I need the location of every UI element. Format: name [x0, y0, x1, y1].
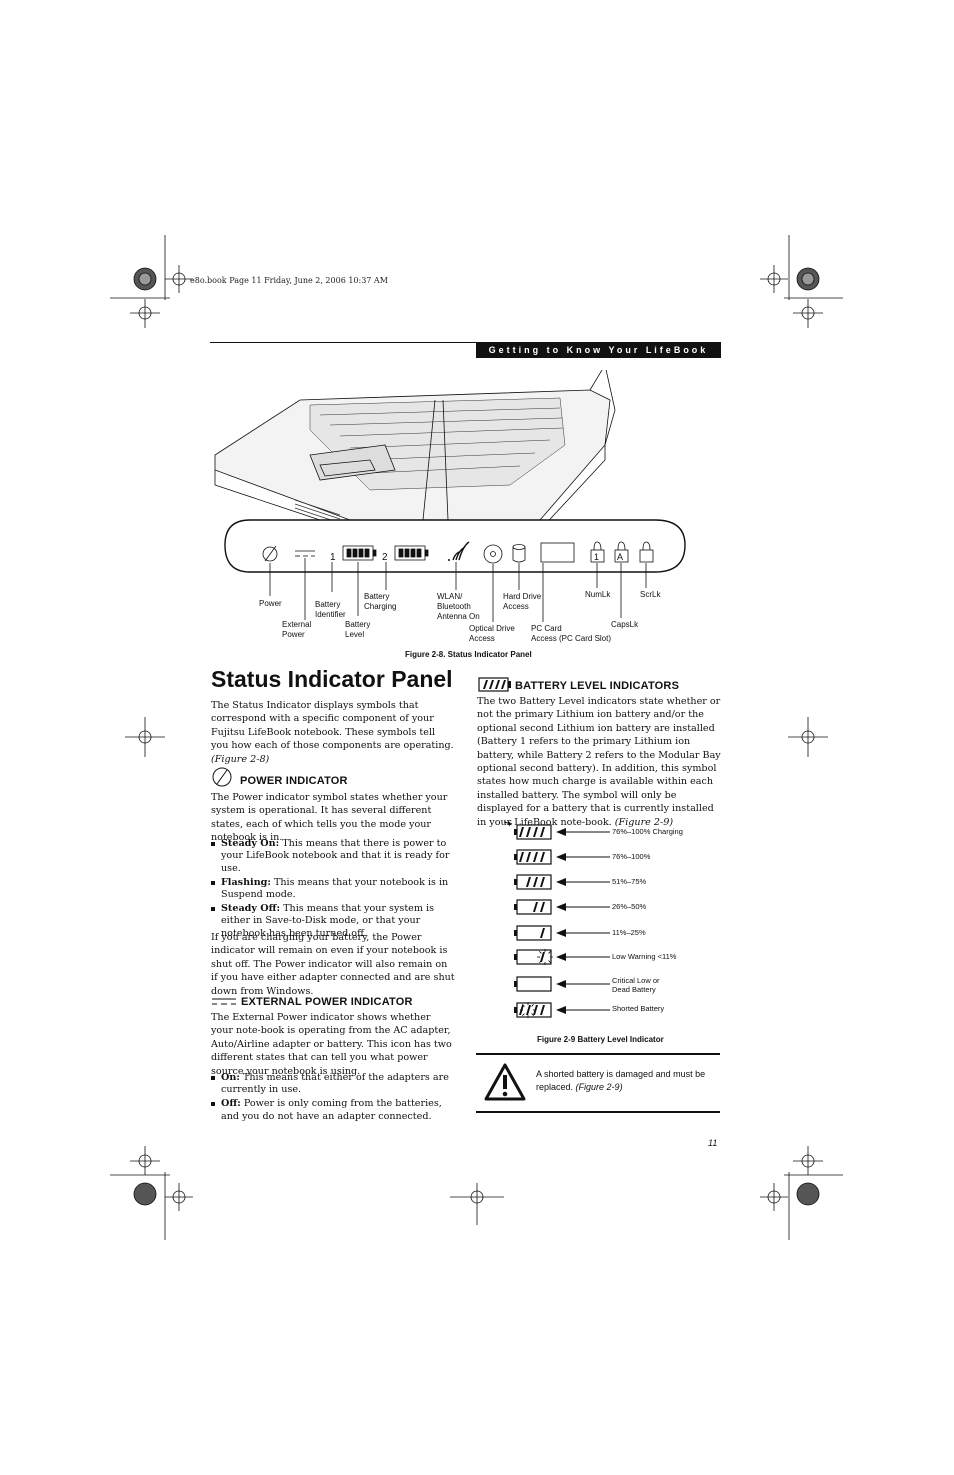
label-capslk: CapsLk	[611, 620, 639, 629]
power-icon	[212, 767, 232, 787]
battery-label: 76%–100%	[612, 852, 651, 861]
header-rule	[210, 342, 721, 343]
page-number: 11	[708, 1138, 718, 1148]
figure-2-9-caption: Figure 2-9 Battery Level Indicator	[537, 1035, 664, 1044]
list-item: Steady Off: This means that your system …	[211, 903, 451, 940]
list-item: Steady On: This means that there is powe…	[211, 838, 451, 875]
battery-arrowhead	[556, 828, 566, 836]
label-hard-drive: Hard Drive Access	[503, 592, 542, 611]
note-text: A shorted battery is damaged and must be…	[536, 1069, 706, 1092]
label-battery-charging: Battery Charging	[364, 592, 397, 611]
label-wlan: WLAN/ Bluetooth Antenna On	[437, 592, 480, 621]
external-power-list: On: This means that either of the adapte…	[211, 1072, 451, 1125]
svg-text:1: 1	[330, 552, 336, 563]
battery-level-body: The two Battery Level indicators state w…	[477, 696, 721, 828]
intro-paragraph: The Status Indicator displays symbols th…	[211, 700, 454, 765]
list-item: Flashing: This means that your notebook …	[211, 877, 451, 902]
battery-icon	[514, 899, 552, 915]
figure-2-8-caption: Figure 2-8. Status Indicator Panel	[405, 650, 532, 659]
battery-icon	[514, 849, 552, 865]
battery-arrowhead	[556, 953, 566, 961]
label-power: Power	[259, 599, 282, 608]
label-external-power: External Power	[282, 620, 312, 639]
battery-arrowhead	[556, 878, 566, 886]
external-power-body: The External Power indicator shows wheth…	[211, 1012, 452, 1077]
label-battery-level: Battery Level	[345, 620, 371, 639]
note-rule-top	[476, 1053, 720, 1055]
battery-icon	[514, 874, 552, 890]
page-title: Status Indicator Panel	[211, 666, 453, 692]
battery-label: 26%–50%	[612, 902, 647, 911]
svg-text:A: A	[617, 552, 623, 562]
label-battery-identifier: Battery Identifier	[315, 600, 346, 619]
power-indicator-body: The Power indicator symbol states whethe…	[211, 792, 448, 844]
svg-text:2: 2	[382, 552, 388, 563]
power-indicator-list: Steady On: This means that there is powe…	[211, 838, 451, 942]
label-numlk: NumLk	[585, 590, 611, 599]
list-item: On: This means that either of the adapte…	[211, 1072, 451, 1097]
label-optical-drive: Optical Drive Access	[469, 624, 515, 643]
warning-icon	[484, 1063, 526, 1101]
battery-label: Shorted Battery	[612, 1004, 665, 1013]
battery-icon	[514, 925, 552, 941]
label-pc-card: PC Card Access (PC Card Slot)	[531, 624, 612, 643]
battery-arrowhead	[556, 853, 566, 861]
power-indicator-body-2: If you are charging your battery, the Po…	[211, 932, 455, 997]
battery-label: 76%–100% Charging	[612, 827, 683, 836]
battery-level-figure	[503, 821, 610, 1018]
battery-label: Low Warning <11%	[612, 952, 677, 961]
battery-arrowhead	[556, 1006, 566, 1014]
battery-arrowhead	[556, 903, 566, 911]
svg-text:1: 1	[594, 552, 599, 562]
battery-arrowhead	[556, 929, 566, 937]
battery-icon	[514, 976, 552, 992]
battery-arrowhead	[556, 980, 566, 988]
battery-icon	[503, 821, 552, 840]
battery-icon	[514, 949, 553, 965]
running-header: Getting to Know Your LifeBook	[476, 342, 721, 358]
battery-icon	[514, 1002, 552, 1018]
note-rule-bottom	[476, 1111, 720, 1113]
status-panel-figure: 1 2 1 A	[214, 370, 686, 622]
battery-label: 11%–25%	[612, 928, 646, 937]
battery-label: Critical Low or Dead Battery	[612, 976, 660, 994]
list-item: Off: Power is only coming from the batte…	[211, 1098, 451, 1123]
label-scrlk: ScrLk	[640, 590, 661, 599]
battery-label: 51%–75%	[612, 877, 647, 886]
external-power-icon	[212, 998, 236, 1005]
power-indicator-heading: POWER INDICATOR	[240, 775, 348, 787]
battery-level-icon	[478, 677, 511, 692]
file-slug: e8o.book Page 11 Friday, June 2, 2006 10…	[190, 276, 388, 285]
battery-level-heading: BATTERY LEVEL INDICATORS	[515, 680, 680, 692]
external-power-heading: EXTERNAL POWER INDICATOR	[241, 996, 413, 1008]
